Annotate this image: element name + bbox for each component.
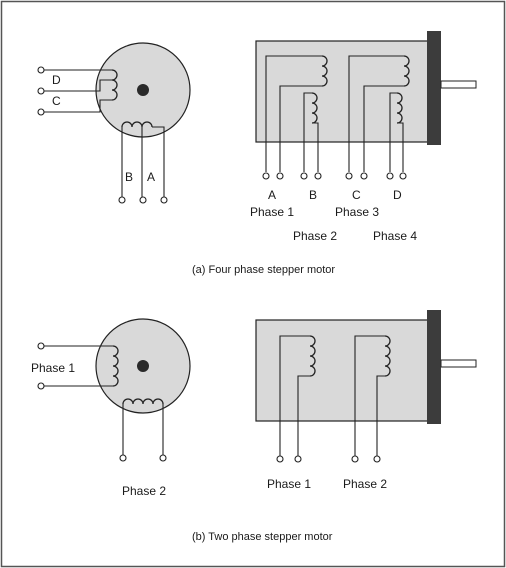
motor-flange — [427, 31, 441, 145]
label-a: A — [147, 170, 155, 184]
motor-shaft — [440, 80, 477, 89]
label-phase2: Phase 2 — [343, 477, 387, 491]
label-b: B — [309, 188, 317, 202]
terminal — [118, 196, 126, 204]
terminal — [37, 108, 45, 116]
label-d: D — [52, 73, 61, 87]
label-phase4: Phase 4 — [373, 229, 417, 243]
terminal — [37, 87, 45, 95]
label-c: C — [352, 188, 361, 202]
motor-shaft — [440, 359, 477, 368]
terminal — [276, 172, 284, 180]
motor-flange — [427, 310, 441, 424]
terminal — [373, 455, 381, 463]
label-phase1: Phase 1 — [250, 205, 294, 219]
label-d: D — [393, 188, 402, 202]
two-phase-section: Phase 1 Phase 2 Phase 1 Phase 2 (b) Two … — [31, 310, 477, 543]
terminal — [351, 455, 359, 463]
terminal — [276, 455, 284, 463]
motor-body — [255, 319, 429, 422]
motor-body — [255, 40, 429, 143]
terminal — [314, 172, 322, 180]
terminal — [294, 455, 302, 463]
label-a: A — [268, 188, 276, 202]
terminal — [37, 342, 45, 350]
terminal — [160, 196, 168, 204]
label-phase2: Phase 2 — [122, 484, 166, 498]
two-phase-side-view: Phase 1 Phase 2 — [255, 310, 477, 491]
label-phase3: Phase 3 — [335, 205, 379, 219]
terminal — [345, 172, 353, 180]
four-phase-side-view: A B C D Phase 1 Phase 3 Phase 2 Phase 4 — [250, 31, 477, 243]
terminal — [119, 454, 127, 462]
caption-b: (b) Two phase stepper motor — [192, 531, 333, 543]
label-b: B — [125, 170, 133, 184]
terminal — [262, 172, 270, 180]
terminal — [159, 454, 167, 462]
two-phase-end-view: Phase 1 Phase 2 — [31, 318, 191, 498]
rotor-dot — [137, 360, 149, 372]
caption-a: (a) Four phase stepper motor — [192, 264, 335, 276]
terminal — [37, 66, 45, 74]
label-phase2: Phase 2 — [293, 229, 337, 243]
label-phase1: Phase 1 — [267, 477, 311, 491]
label-c: C — [52, 94, 61, 108]
rotor-dot — [137, 84, 149, 96]
label-phase1: Phase 1 — [31, 361, 75, 375]
terminal — [360, 172, 368, 180]
terminal — [37, 382, 45, 390]
terminal — [300, 172, 308, 180]
terminal — [386, 172, 394, 180]
four-phase-end-view: D C B A — [37, 42, 191, 204]
four-phase-section: D C B A — [37, 31, 477, 276]
terminal — [399, 172, 407, 180]
terminal — [139, 196, 147, 204]
